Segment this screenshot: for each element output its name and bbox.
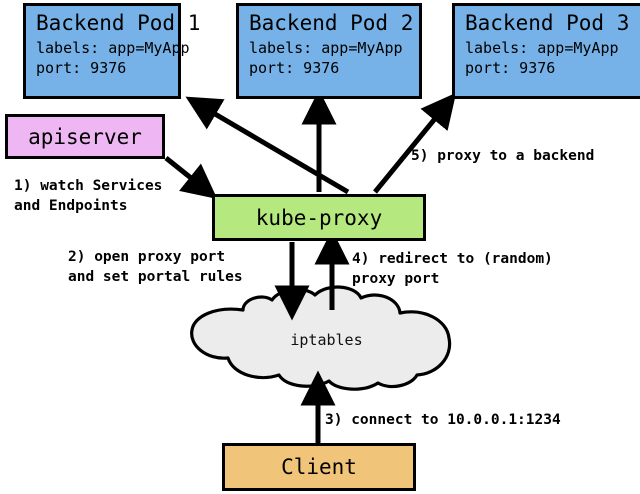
node-kube-proxy[interactable]: kube-proxy xyxy=(212,194,426,241)
annotation-step-2: 2) open proxy port and set portal rules xyxy=(68,249,243,285)
annotation-step-1: 1) watch Services and Endpoints xyxy=(14,178,163,214)
pod-3-labels: labels: app=MyApp xyxy=(465,39,619,57)
node-backend-pod-2[interactable]: Backend Pod 2 labels: app=MyApp port: 93… xyxy=(236,3,422,99)
pod-3-port: port: 9376 xyxy=(465,59,556,77)
apiserver-label: apiserver xyxy=(28,124,142,149)
node-backend-pod-1[interactable]: Backend Pod 1 labels: app=MyApp port: 93… xyxy=(23,3,201,99)
node-apiserver[interactable]: apiserver xyxy=(5,114,165,159)
pod-2-title: Backend Pod 2 xyxy=(249,11,414,35)
arrow-kubeproxy-to-pod1 xyxy=(185,96,350,195)
node-client[interactable]: Client xyxy=(222,443,416,491)
pod-1-title: Backend Pod 1 xyxy=(36,11,201,35)
node-backend-pod-3[interactable]: Backend Pod 3 labels: app=MyApp port: 93… xyxy=(452,3,640,99)
pod-2-port: port: 9376 xyxy=(249,59,340,77)
kube-proxy-label: kube-proxy xyxy=(255,205,383,230)
annotation-step-4: 4) redirect to (random) proxy port xyxy=(352,251,553,287)
arrow-apiserver-to-kubeproxy xyxy=(164,156,218,200)
annotation-step-3: 3) connect to 10.0.0.1:1234 xyxy=(325,412,561,428)
pod-1-labels: labels: app=MyApp xyxy=(36,39,190,57)
node-iptables-label: iptables xyxy=(290,331,363,349)
pod-1-port: port: 9376 xyxy=(36,59,127,77)
pod-3-title: Backend Pod 3 xyxy=(465,11,630,35)
pod-2-labels: labels: app=MyApp xyxy=(249,39,403,57)
client-label: Client xyxy=(281,455,357,479)
annotation-step-5: 5) proxy to a backend xyxy=(411,148,595,164)
